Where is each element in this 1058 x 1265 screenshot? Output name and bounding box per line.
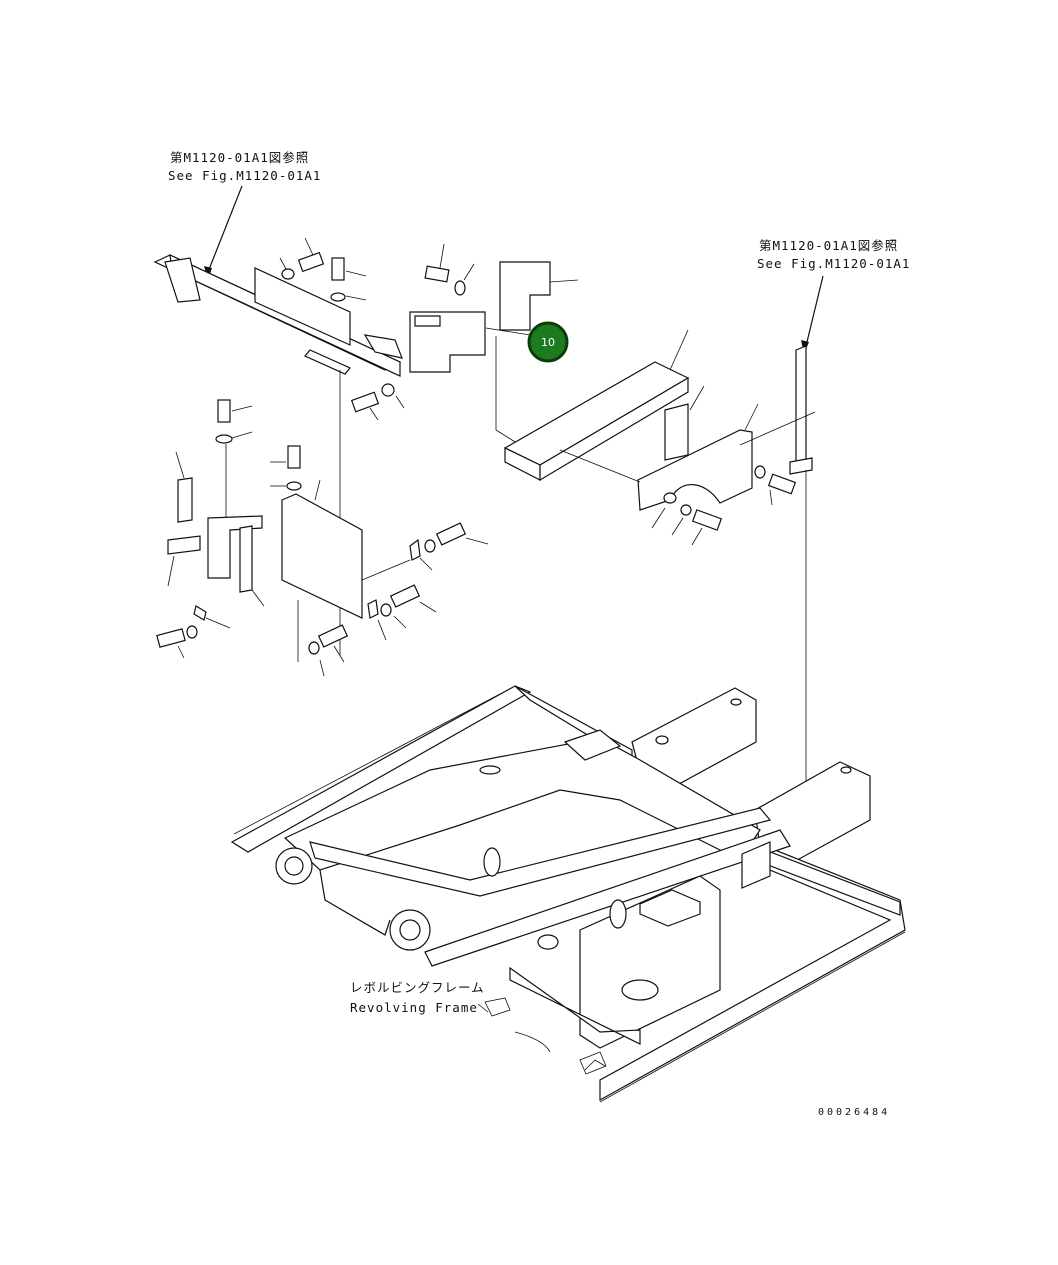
callout-marker[interactable]	[527, 321, 569, 363]
washer-icon	[308, 641, 320, 655]
bolt-icon	[317, 624, 349, 648]
bolt-icon	[297, 251, 325, 273]
frame-label-jp: レボルビングフレーム	[350, 980, 485, 995]
cover-plate-part-10	[409, 261, 579, 446]
drawing-number: 00026484	[818, 1107, 890, 1118]
callout-number[interactable]: 10	[541, 336, 555, 349]
washer-icon	[186, 625, 198, 639]
washer-icon	[215, 434, 233, 444]
fastener-group-top	[279, 237, 405, 421]
washer-icon	[281, 268, 295, 280]
bolt-icon	[156, 628, 186, 648]
washer-icon	[663, 492, 677, 504]
revolving-frame	[230, 685, 906, 1103]
bolt-icon	[331, 257, 345, 281]
washer-icon	[330, 292, 346, 302]
reference-note-right: 第M1120-01A1図参照 See Fig.M1120-01A1	[757, 238, 910, 354]
callout-10[interactable]: 10	[527, 321, 569, 363]
reference-note-left: 第M1120-01A1図参照 See Fig.M1120-01A1	[168, 150, 321, 280]
bolt-icon	[389, 584, 421, 608]
bolt-icon	[350, 391, 380, 413]
fastener-group-mid	[308, 522, 489, 677]
bolt-icon	[767, 473, 797, 495]
fastener-group-center	[424, 243, 475, 296]
washer-icon	[680, 504, 692, 516]
reference-leader-line	[805, 275, 824, 347]
side-bracket-group	[156, 399, 302, 659]
washer-icon	[424, 539, 436, 553]
frame-label-en: Revolving Frame	[350, 1000, 478, 1015]
fastener-group-right	[651, 465, 797, 546]
reference-en-text: See Fig.M1120-01A1	[168, 168, 321, 183]
center-bracket-plate	[281, 479, 411, 662]
bolt-icon	[217, 399, 231, 423]
reference-leader-line	[207, 185, 243, 273]
bolt-icon	[691, 509, 723, 531]
bolt-icon	[424, 265, 450, 283]
reference-en-text: See Fig.M1120-01A1	[757, 256, 910, 271]
reference-jp-text: 第M1120-01A1図参照	[170, 150, 309, 165]
washer-icon	[754, 465, 766, 479]
upper-rail-bracket	[153, 253, 403, 655]
reference-jp-text: 第M1120-01A1図参照	[759, 238, 898, 253]
washer-icon	[381, 383, 395, 397]
washer-icon	[286, 481, 302, 491]
vertical-bracket-right	[739, 345, 816, 840]
bolt-icon	[287, 445, 301, 469]
washer-icon	[380, 603, 392, 617]
washer-icon	[454, 280, 466, 296]
bolt-icon	[435, 522, 467, 546]
frame-label: レボルビングフレーム Revolving Frame	[350, 980, 489, 1015]
